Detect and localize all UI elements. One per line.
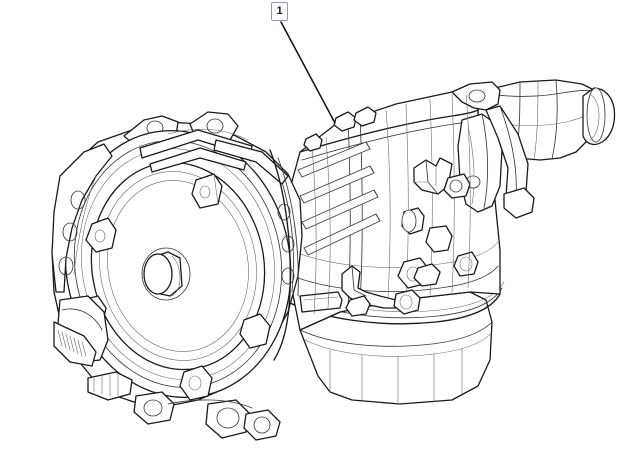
converter-hub (141, 247, 191, 301)
case-id-pad (413, 157, 453, 195)
bell-housing-bottom-pad (87, 371, 133, 401)
bell-housing-left-flange (51, 143, 113, 293)
starter-opening (53, 295, 109, 367)
cooling-ribs (297, 141, 381, 256)
bell-to-case-seam (269, 149, 299, 361)
bell-housing-lower-lugs (133, 391, 281, 441)
case-surface-lines (311, 94, 471, 315)
case-plug-boss (401, 207, 425, 235)
case-top-bosses (303, 106, 377, 152)
callout-1-leader-line (280, 21, 336, 124)
output-shaft-yoke (582, 87, 616, 146)
pan-rail-bosses (345, 251, 479, 317)
bell-housing-right-flange (277, 181, 295, 293)
callout-label-1[interactable]: 1 (271, 2, 288, 21)
manual-shift-lever (299, 265, 421, 315)
bell-housing-ribs (139, 128, 289, 185)
